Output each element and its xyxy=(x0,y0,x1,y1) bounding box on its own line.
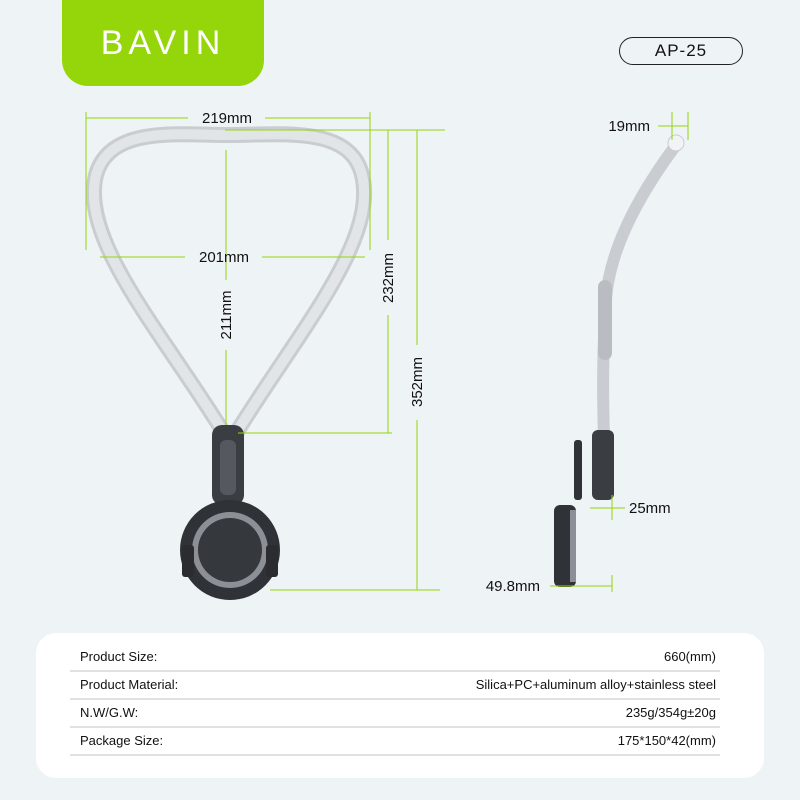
spec-row: Product Size: 660(mm) xyxy=(70,643,720,672)
spec-label: Package Size: xyxy=(80,733,164,748)
spec-value: Silica+PC+aluminum alloy+stainless steel xyxy=(475,677,716,692)
logo-text: BAVIN xyxy=(100,23,226,62)
spec-label: N.W/G.W: xyxy=(80,705,139,720)
product-diagram: 219mm 201mm 211mm 232mm 352mm 19mm 25mm … xyxy=(85,110,689,600)
spec-row: Package Size: 175*150*42(mm) xyxy=(70,727,720,756)
spec-value: 235g/354g±20g xyxy=(625,705,716,720)
spec-row: N.W/G.W: 235g/354g±20g xyxy=(70,699,720,728)
neck-holder-side xyxy=(554,134,685,587)
dim-clip-depth: 25mm xyxy=(629,500,671,517)
dim-width-outer: 219mm xyxy=(202,110,252,127)
dim-loop-height: 211mm xyxy=(218,291,235,340)
spec-label: Product Material: xyxy=(80,677,179,692)
model-badge: AP-25 xyxy=(619,37,743,65)
dim-neck-height: 232mm xyxy=(380,253,397,303)
dim-tip-diameter: 19mm xyxy=(608,118,650,135)
dimension-lines xyxy=(85,112,689,592)
spec-row: Product Material: Silica+PC+aluminum allo… xyxy=(70,671,720,700)
brand-logo: BAVIN xyxy=(62,0,264,86)
spec-value: 175*150*42(mm) xyxy=(617,733,716,748)
spec-value: 660(mm) xyxy=(663,649,716,664)
dim-total-height: 352mm xyxy=(409,357,426,407)
neck-holder-front xyxy=(86,126,373,600)
spec-table: Product Size: 660(mm) Product Material: Si… xyxy=(36,633,764,778)
spec-label: Product Size: xyxy=(80,649,158,664)
dim-width-inner: 201mm xyxy=(199,249,249,266)
dim-mount-depth: 49.8mm xyxy=(486,578,540,595)
